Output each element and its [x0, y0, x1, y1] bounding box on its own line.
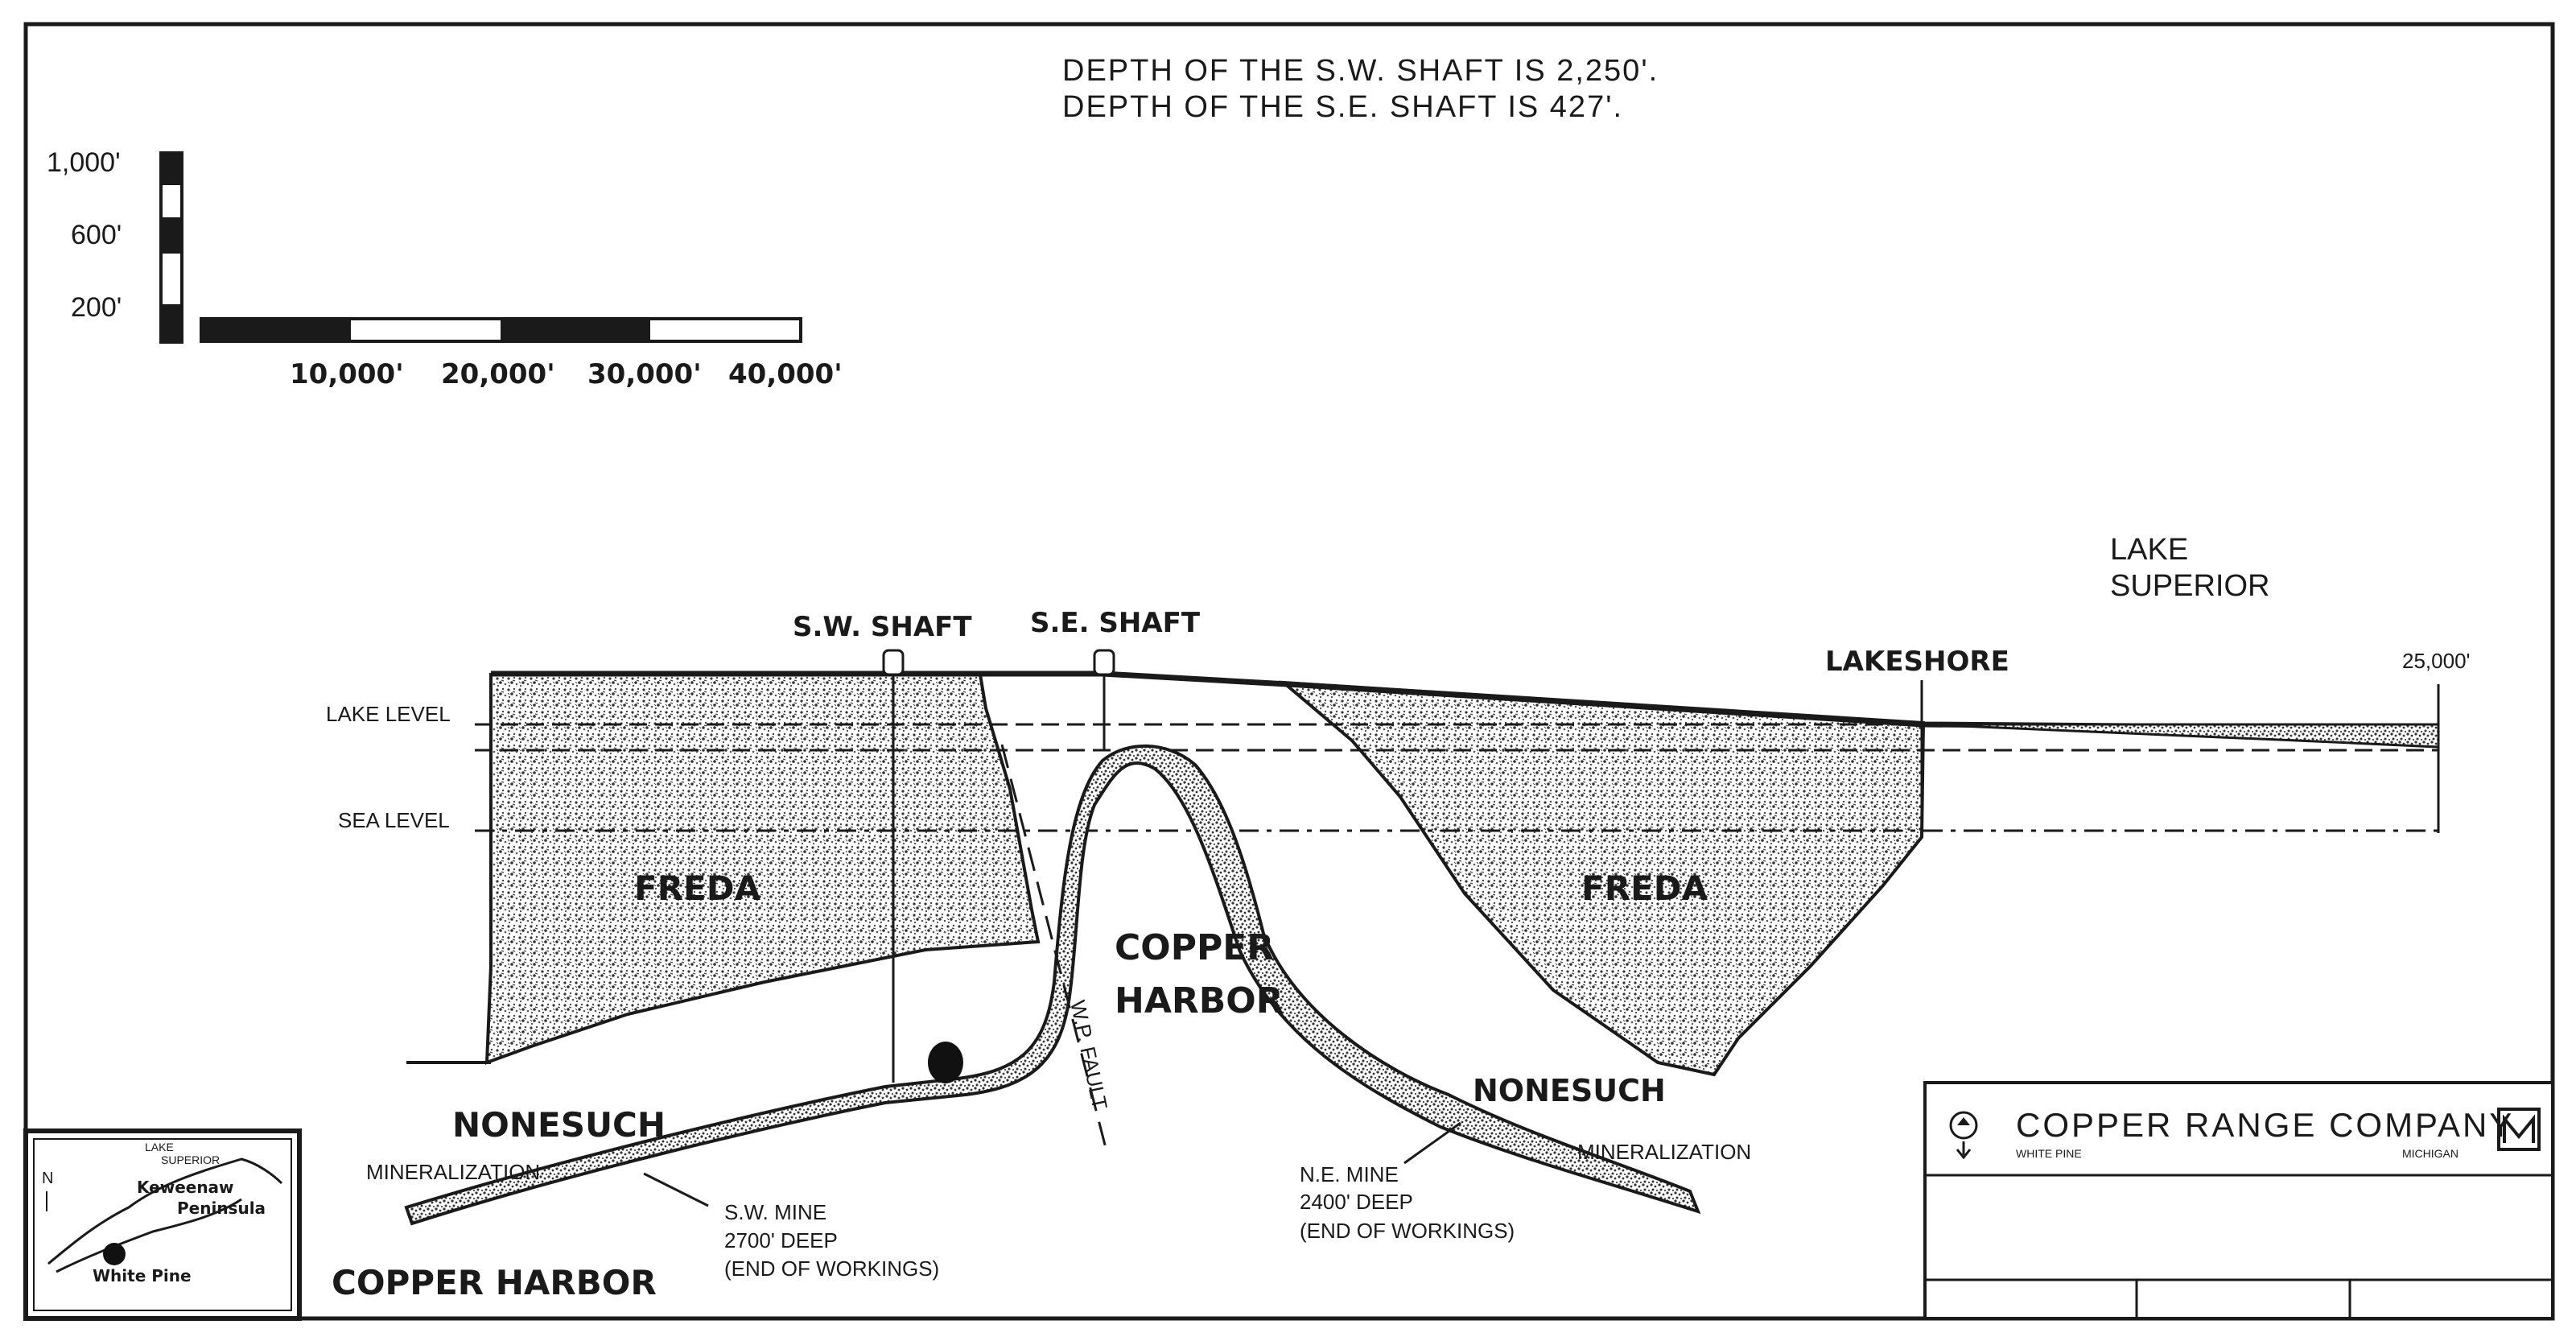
vertical-scale: 1,000' 600' 200' [47, 147, 183, 344]
mineralization-right-label: MINERALIZATION [1577, 1140, 1751, 1164]
sw-shaft: S.W. SHAFT [793, 611, 972, 1083]
lake-superior-label-line2: SUPERIOR [2110, 569, 2269, 603]
se-shaft-label: S.E. SHAFT [1030, 607, 1201, 639]
header-notes: DEPTH OF THE S.W. SHAFT IS 2,250'. DEPTH… [1062, 54, 1659, 124]
nonesuch-band [404, 744, 1701, 1226]
horizontal-tick-20000: 20,000' [441, 358, 555, 390]
sea-level-label: SEA LEVEL [338, 808, 450, 832]
freda-left-body [484, 673, 1041, 1065]
horizontal-scale: 10,000' 20,000' 30,000' 40,000' [200, 317, 843, 390]
inset-map: N LAKE SUPERIOR Keweenaw Peninsula White… [23, 1129, 302, 1321]
inset-white-pine-label: White Pine [93, 1266, 192, 1285]
mineralization-left-label: MINERALIZATION [366, 1160, 540, 1184]
company-sub-left: WHITE PINE [2016, 1147, 2082, 1160]
sw-mine-leader [643, 1172, 709, 1207]
lake-superior-label-line1: LAKE [2110, 533, 2188, 567]
freda-left-label: FREDA [634, 869, 761, 908]
inset-peninsula-label-2: Peninsula [177, 1199, 266, 1218]
lakeshore-label: LAKESHORE [1825, 646, 2009, 678]
sw-shaft-label: S.W. SHAFT [793, 611, 972, 643]
company-mark-icon [2497, 1108, 2541, 1151]
sw-shaft-headframe [882, 649, 905, 676]
se-shaft: S.E. SHAFT [1030, 607, 1201, 750]
vertical-tick-1000: 1,000' [47, 147, 121, 178]
ore-body [928, 1042, 963, 1083]
inset-lake-label-1: LAKE [145, 1141, 174, 1153]
vertical-tick-200: 200' [71, 292, 122, 323]
sw-mine-line2: 2700' DEEP [724, 1228, 838, 1252]
ne-mine-line3: (END OF WORKINGS) [1300, 1219, 1515, 1243]
horizontal-tick-10000: 10,000' [290, 358, 404, 390]
nonesuch-left-label: NONESUCH [452, 1105, 666, 1145]
se-shaft-depth-note: DEPTH OF THE S.E. SHAFT IS 427'. [1062, 90, 1623, 124]
company-sub-right: MICHIGAN [2402, 1147, 2459, 1160]
sw-mine-line1: S.W. MINE [724, 1200, 826, 1224]
company-logo-icon [1949, 1111, 1978, 1160]
outer-border [23, 22, 2555, 1321]
inset-white-pine-marker [103, 1243, 126, 1265]
copper-harbor-bottom-label: COPPER HARBOR [332, 1263, 657, 1302]
copper-harbor-center-line1: COPPER [1115, 927, 1274, 968]
ne-mine-line1: N.E. MINE [1300, 1162, 1399, 1186]
lake-wedge [1923, 723, 2440, 749]
title-block: COPPER RANGE COMPANY WHITE PINE MICHIGAN [1923, 1081, 2554, 1320]
inset-peninsula-label-1: Keweenaw [137, 1178, 234, 1197]
inset-map-frame [23, 1129, 302, 1321]
company-name: COPPER RANGE COMPANY [2016, 1106, 2514, 1144]
sw-mine-line3: (END OF WORKINGS) [724, 1256, 939, 1281]
lake-level-label: LAKE LEVEL [326, 702, 451, 726]
copper-harbor-center-line2: HARBOR [1115, 980, 1284, 1021]
se-shaft-headframe [1093, 649, 1115, 676]
wp-fault-label: W.P. FAULT [1065, 998, 1112, 1112]
horizontal-tick-40000: 40,000' [728, 358, 843, 390]
inset-north-label: N [42, 1170, 53, 1187]
inset-lake-label-2: SUPERIOR [161, 1153, 220, 1166]
horizontal-tick-30000: 30,000' [587, 358, 702, 390]
ne-mine-line2: 2400' DEEP [1300, 1190, 1413, 1214]
vertical-tick-600: 600' [71, 220, 122, 250]
inset-map-shoreline [47, 1157, 283, 1273]
ne-mine-leader [1403, 1121, 1461, 1165]
sw-shaft-depth-note: DEPTH OF THE S.W. SHAFT IS 2,250'. [1062, 54, 1659, 88]
freda-right-label: FREDA [1581, 869, 1708, 908]
nonesuch-right-label: NONESUCH [1473, 1073, 1666, 1108]
distance-25000-label: 25,000' [2402, 649, 2471, 673]
